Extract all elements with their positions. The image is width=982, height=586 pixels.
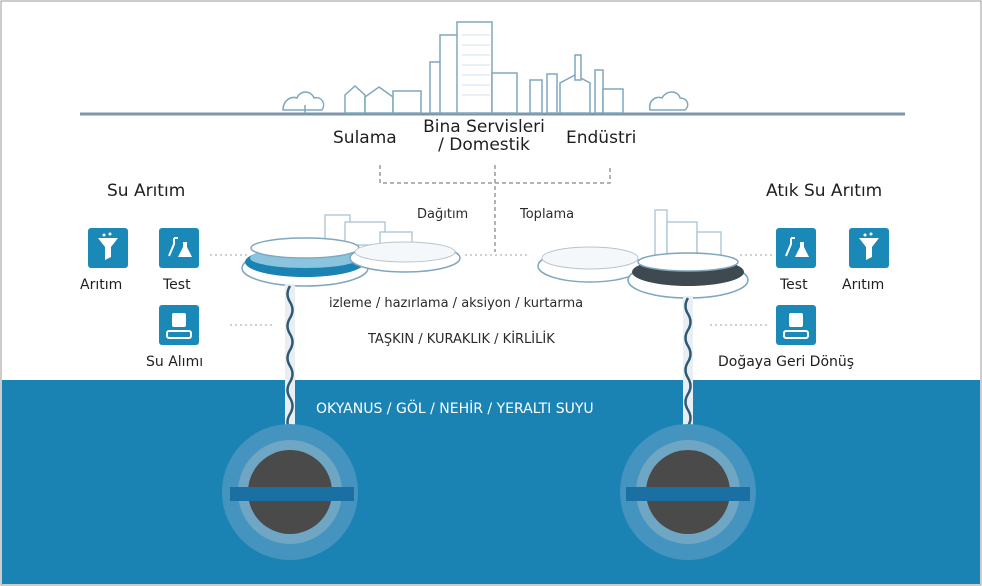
label-phases: izleme / hazırlama / aksiyon / kurtarma	[329, 296, 584, 311]
right-section-title: Atık Su Arıtım	[766, 181, 883, 201]
left-section-title: Su Arıtım	[107, 181, 186, 201]
intake-icon[interactable]	[159, 305, 199, 345]
left-icon-label-test: Test	[163, 277, 191, 293]
label-sulama: Sulama	[333, 128, 397, 148]
middle-right-clarifier	[537, 246, 643, 283]
flask-icon[interactable]	[776, 228, 816, 268]
right-icon-label-test: Test	[780, 277, 808, 293]
funnel-icon[interactable]	[849, 228, 889, 268]
skyline-windows	[462, 34, 490, 96]
label-dagitim: Dağıtım	[417, 207, 469, 222]
label-risks: TAŞKIN / KURAKLIK / KİRLİLİK	[368, 332, 555, 347]
intake-icon-glyph	[166, 313, 192, 339]
middle-left-clarifier	[349, 241, 461, 273]
label-endustri: Endüstri	[566, 128, 637, 148]
connector-lines	[210, 254, 775, 326]
intake-icon-glyph	[783, 313, 809, 339]
flask-icon-glyph	[785, 237, 809, 257]
right-clarifier	[627, 252, 749, 299]
left-clarifier	[241, 237, 369, 287]
right-icon-label-doga-geri-donus: Doğaya Geri Dönüş	[718, 354, 855, 370]
label-bina-servisleri: Bina Servisleri / Domestik	[423, 117, 545, 155]
flask-icon[interactable]	[159, 228, 199, 268]
flask-icon-glyph	[168, 237, 192, 257]
intake-icon[interactable]	[776, 305, 816, 345]
label-sources: OKYANUS / GÖL / NEHİR / YERALTI SUYU	[316, 401, 594, 417]
funnel-icon-glyph	[98, 232, 118, 260]
right-source	[620, 424, 756, 560]
funnel-icon[interactable]	[88, 228, 128, 268]
city-skyline	[282, 21, 689, 114]
top-bracket	[379, 165, 611, 252]
left-icon-label-aritim: Arıtım	[80, 277, 123, 293]
left-icon-label-su-alimi: Su Alımı	[146, 354, 204, 370]
right-plant-buildings	[654, 209, 722, 256]
water-body	[2, 380, 980, 584]
right-icon-label-aritim: Arıtım	[842, 277, 885, 293]
left-source	[222, 424, 358, 560]
funnel-icon-glyph	[859, 232, 879, 260]
label-toplama: Toplama	[520, 207, 575, 222]
